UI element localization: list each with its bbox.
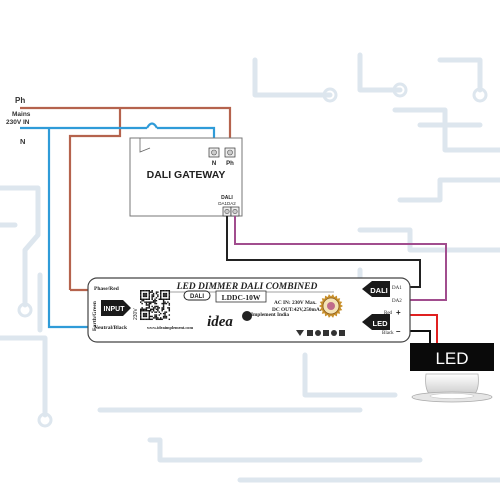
brand-globe-icon	[242, 311, 252, 321]
out-led-label: LED	[373, 319, 389, 328]
ce-seal-icon	[319, 294, 343, 318]
led-output-arrow-icon	[362, 314, 390, 330]
led-label-box	[410, 343, 494, 371]
input-arrow-icon	[101, 300, 131, 316]
spec-dc-out: DC OUT:42V,250mA.	[272, 307, 322, 313]
led-downlight-icon	[411, 373, 493, 403]
dimmer-phase-label: Phase/Red	[94, 286, 119, 292]
dimmer-earth-label: Earth/Green	[92, 301, 98, 331]
led-dimmer-module: LED DIMMER DALI COMBINED Phase/Red Earth…	[87, 277, 411, 343]
mains-neutral-label: N	[20, 137, 25, 146]
out-dali-label: DALI	[370, 286, 388, 295]
dimmer-input-label: INPUT	[104, 306, 126, 313]
dali-da2-wire	[234, 216, 447, 301]
dimmer-title: LED DIMMER DALI COMBINED	[176, 282, 318, 292]
gateway-terminal-n-label: N	[212, 161, 216, 167]
out-red-label: Red	[384, 311, 393, 316]
dali-gateway: DALI GATEWAY N Ph DALI DA1DA2	[129, 137, 243, 217]
gateway-title: DALI GATEWAY	[147, 169, 226, 181]
dimmer-input-voltage: 230V	[133, 308, 139, 320]
dali-da1-wire	[226, 216, 421, 288]
out-da2-label: DA2	[392, 299, 402, 304]
mains-voltage-label: 230V IN	[6, 119, 30, 126]
dimmer-model-box	[215, 290, 267, 303]
brand-name: idea	[207, 314, 233, 330]
gateway-terminal-ph-label: Ph	[226, 161, 234, 167]
gateway-dali-label: DALI	[221, 195, 233, 201]
led-plus-wire	[404, 314, 438, 345]
dimmer-model: LDDC-10W	[222, 293, 261, 302]
dimmer-neutral-label: Neutral/Black	[94, 325, 128, 331]
dali-logo-icon: DALI	[183, 290, 211, 301]
svg-text:DALI: DALI	[190, 294, 204, 300]
pcb-background	[0, 52, 500, 483]
led-minus-wire	[404, 330, 431, 345]
dimmer-website: www.ideaimplement.com	[147, 325, 193, 330]
certification-icons	[296, 330, 345, 336]
mains-label: Mains	[12, 111, 31, 118]
spec-ac-in: AC IN: 230V Max.	[274, 300, 317, 306]
out-da1-label: DA1	[392, 286, 402, 291]
led-label: LED	[435, 349, 468, 368]
gateway-dali-terminals: DA1DA2	[218, 201, 236, 206]
led-lamp: LED	[410, 343, 494, 403]
out-black-label: Black	[382, 331, 394, 336]
out-plus-label: +	[396, 308, 401, 317]
dali-output-arrow-icon	[362, 281, 390, 297]
brand-sub: Implement India	[251, 312, 289, 318]
qr-code-icon	[140, 290, 171, 321]
out-minus-label: –	[396, 327, 401, 336]
mains-phase-label: Ph	[15, 96, 25, 105]
